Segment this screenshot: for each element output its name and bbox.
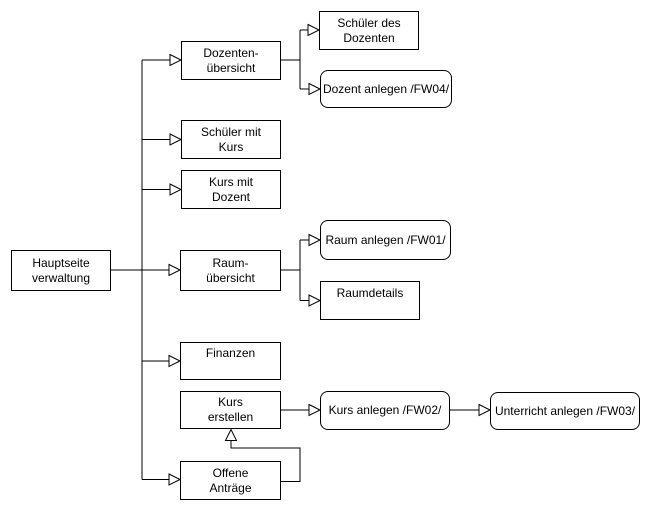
node-label-line: Raum- <box>212 255 249 270</box>
node-label-line: Raumdetails <box>336 285 404 300</box>
node-label-line: übersicht <box>206 270 255 285</box>
node-label-line: Unterricht anlegen /FW03/ <box>494 403 636 418</box>
node-raumdetails[interactable]: Raumdetails <box>320 281 420 320</box>
node-label-line: Schüler des <box>337 15 401 30</box>
node-label-line: Dozenten- <box>203 45 259 60</box>
node-label-line: übersicht <box>206 60 256 75</box>
node-label-line: Schüler mit <box>200 124 262 139</box>
node-label-line: Dozenten <box>343 30 395 45</box>
node-label-line: verwaltung <box>31 270 91 285</box>
node-label-line: erstellen <box>207 410 254 424</box>
node-label-line: Kurs <box>218 395 243 409</box>
node-label-line: Dozent <box>211 189 251 204</box>
node-finanzen[interactable]: Finanzen <box>180 342 281 380</box>
node-kurs-mit-dozent[interactable]: Kurs mit Dozent <box>181 170 281 209</box>
node-label-line: Anträge <box>209 480 252 495</box>
node-kurs-anlegen-fw02[interactable]: Kurs anlegen /FW02/ <box>320 391 450 430</box>
node-schueler-mit-kurs[interactable]: Schüler mit Kurs <box>181 120 281 159</box>
node-label-line: Offene <box>212 465 249 480</box>
node-dozenten-uebersicht[interactable]: Dozenten- übersicht <box>181 41 281 80</box>
node-label-line: Kurs mit <box>208 174 253 189</box>
node-hauptseite-verwaltung[interactable]: Hauptseite verwaltung <box>11 250 111 291</box>
node-raum-anlegen-fw01[interactable]: Raum anlegen /FW01/ <box>320 220 451 260</box>
node-dozent-anlegen-fw04[interactable]: Dozent anlegen /FW04/ <box>320 70 452 108</box>
node-label-line: Kurs anlegen /FW02/ <box>328 403 442 417</box>
node-offene-antraege[interactable]: Offene Anträge <box>180 461 281 500</box>
node-kurs-erstellen[interactable]: Kurs erstellen <box>180 391 281 429</box>
node-unterricht-anlegen-fw03[interactable]: Unterricht anlegen /FW03/ <box>490 392 640 430</box>
node-raum-uebersicht[interactable]: Raum- übersicht <box>180 250 281 291</box>
node-label-line: Finanzen <box>205 346 256 360</box>
node-label-line: Kurs <box>218 139 244 154</box>
edge-offene-antraege-kurs-erstellen <box>224 428 301 482</box>
node-label-line: Hauptseite <box>32 255 90 270</box>
node-schueler-des-dozenten[interactable]: Schüler des Dozenten <box>319 11 419 50</box>
node-label-line: Raum anlegen /FW01/ <box>325 232 446 247</box>
node-label-line: Dozent anlegen /FW04/ <box>322 81 450 96</box>
